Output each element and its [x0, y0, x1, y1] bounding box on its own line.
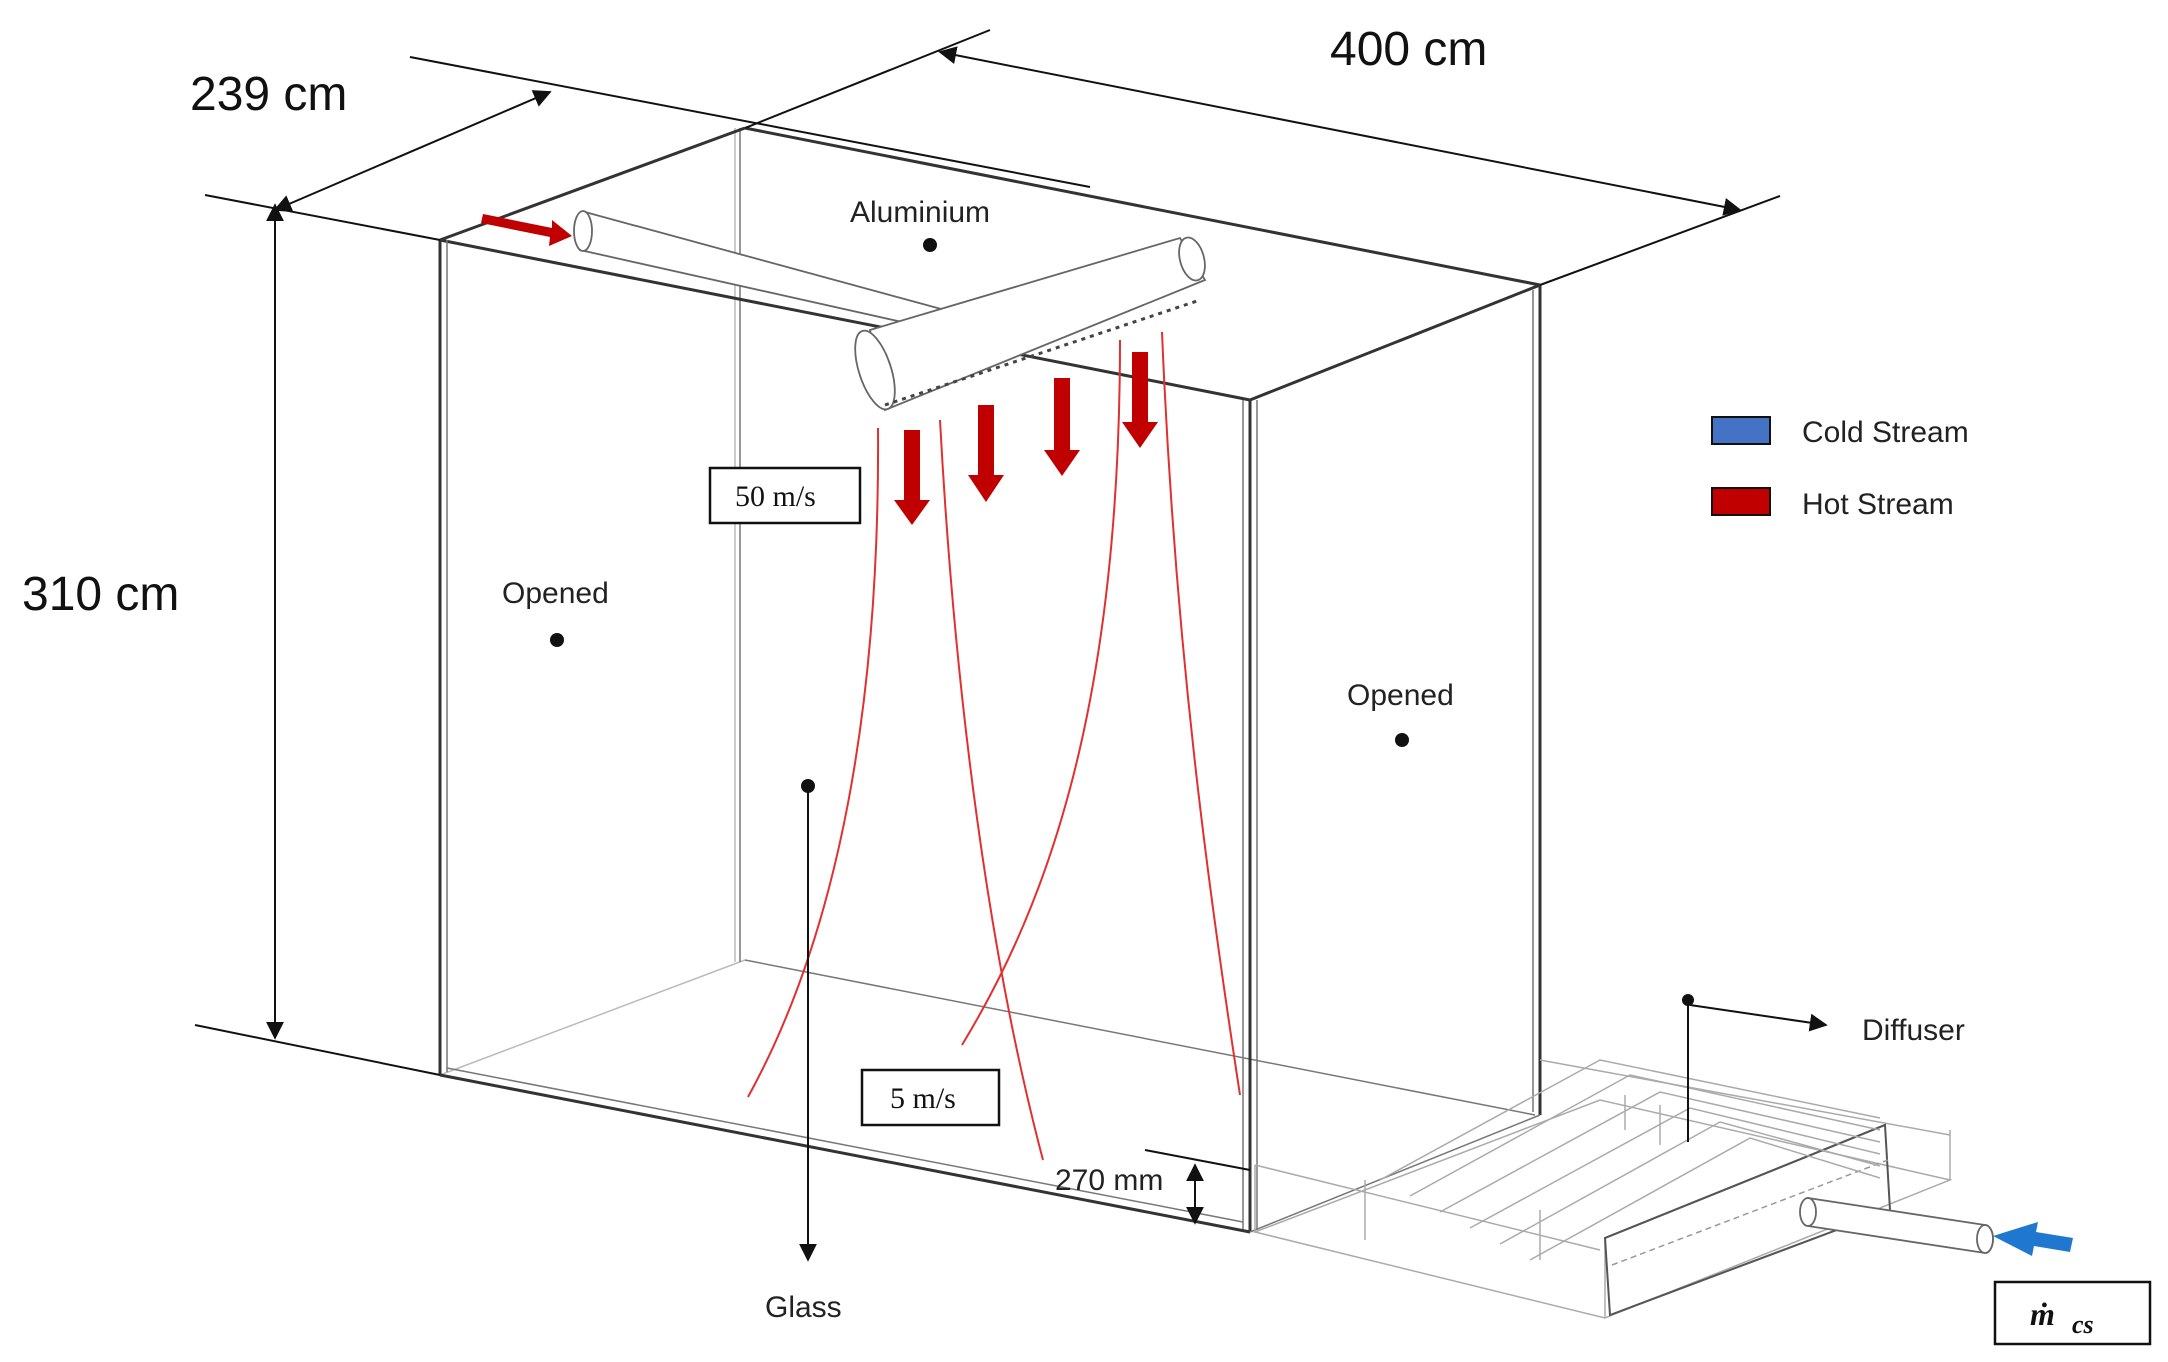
aluminium-dot [923, 238, 937, 252]
opened-right-dot [1395, 733, 1409, 747]
mass-flow-symbol: ṁ [2030, 1296, 2055, 1332]
legend-label-cold: Cold Stream [1802, 416, 1969, 449]
opened-left-label: Opened [502, 577, 609, 610]
width-dimension-arrow [938, 46, 1742, 216]
glass-label: Glass [765, 1291, 842, 1324]
mass-flow-subscript: cs [2072, 1310, 2094, 1339]
cold-inlet-pipe [1799, 1196, 1994, 1254]
legend-item-cold: Cold Stream [1711, 416, 1969, 449]
hot-jet-arrow-1 [894, 430, 930, 525]
legend-swatch-hot [1711, 487, 1771, 516]
floor-velocity-box: 5 m/s [860, 1068, 1001, 1127]
diffuser [1252, 1059, 1994, 1319]
supply-pipes [573, 210, 1207, 412]
hot-stream-arrows [481, 214, 1158, 525]
legend-label-hot: Hot Stream [1802, 488, 1954, 521]
opened-right-label: Opened [1347, 679, 1454, 712]
floor-velocity-label: 5 m/s [890, 1082, 956, 1115]
legend: Cold Stream Hot Stream [1711, 416, 1969, 521]
hot-jet-arrow-3 [1044, 378, 1080, 476]
height-label: 310 cm [22, 568, 179, 621]
opened-left-dot [550, 633, 564, 647]
depth-dimension-arrow [273, 90, 552, 212]
legend-item-hot: Hot Stream [1711, 487, 1954, 521]
width-label: 400 cm [1330, 23, 1487, 76]
legend-swatch-cold [1711, 416, 1771, 445]
diffuser-label: Diffuser [1862, 1014, 1965, 1047]
inlet-velocity-box: 50 m/s [708, 466, 862, 525]
glass-pointer [799, 779, 817, 1262]
depth-label: 239 cm [190, 68, 347, 121]
hot-inlet-arrow [481, 214, 572, 246]
diffuser-pointer [1682, 994, 1828, 1142]
dimension-lines [194, 29, 1781, 1225]
cold-inlet-arrow [1993, 1222, 2073, 1256]
flow-lines [747, 331, 1241, 1161]
aluminium-label: Aluminium [850, 196, 990, 229]
hot-jet-arrow-2 [968, 405, 1004, 502]
inlet-velocity-label: 50 m/s [735, 480, 816, 513]
mass-flow-box: ṁ cs [1993, 1280, 2152, 1346]
diffuser-height-label: 270 mm [1055, 1164, 1163, 1197]
hot-jet-arrow-4 [1122, 352, 1158, 448]
